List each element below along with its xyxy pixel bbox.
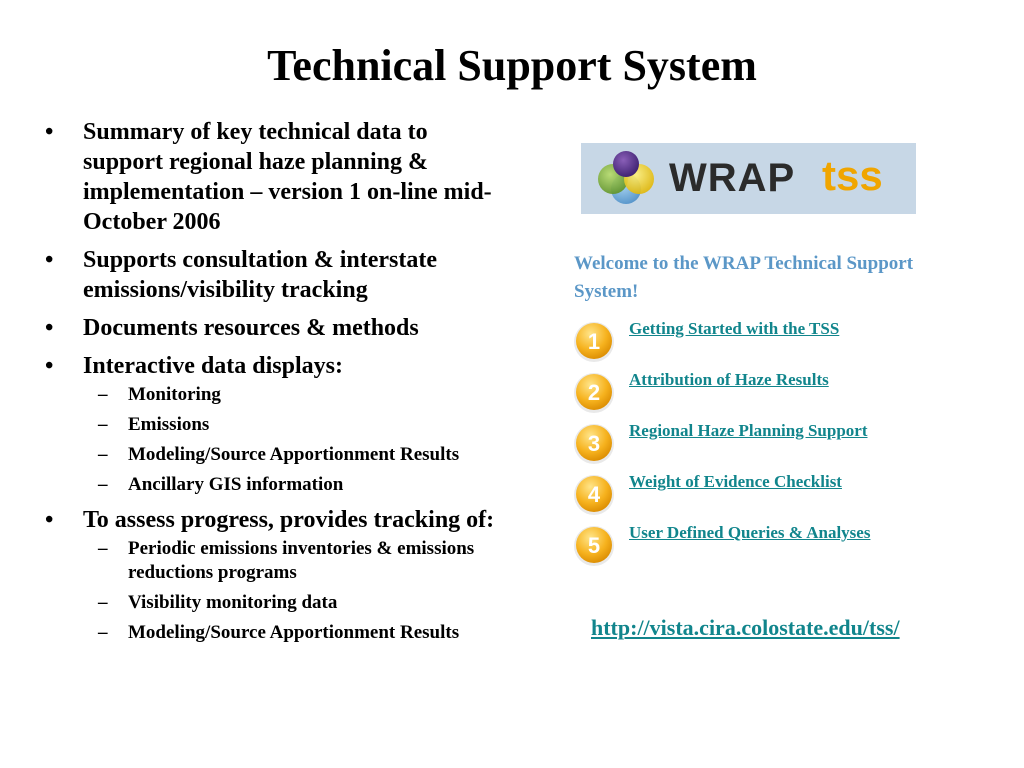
step-link-user-queries[interactable]: User Defined Queries & Analyses [629,523,871,542]
bullet-text: Documents resources & methods [83,315,419,341]
sub-item: – Periodic emissions inventories & emiss… [83,537,512,585]
bullet-text: Summary of key technical data to support… [83,119,492,235]
bullet-item: • Summary of key technical data to suppo… [42,117,512,237]
sub-text: Emissions [128,414,210,435]
bullet-list: • Summary of key technical data to suppo… [42,117,512,653]
step-number: 2 [588,380,600,405]
sub-item: – Monitoring [83,383,512,407]
bullet-dot: • [45,507,54,533]
sub-list: – Periodic emissions inventories & emiss… [83,537,512,645]
tss-url-link[interactable]: http://vista.cira.colostate.edu/tss/ [591,615,900,640]
sub-dash: – [98,622,108,643]
slide-title: Technical Support System [267,41,757,90]
sub-item: – Ancillary GIS information [83,473,512,497]
sub-text: Monitoring [128,384,221,405]
wrap-circles-logo-icon [598,151,654,204]
step-link-weight-of-evidence[interactable]: Weight of Evidence Checklist [629,472,842,491]
sub-text: Periodic emissions inventories & emissio… [128,538,475,583]
sub-list: – Monitoring – Emissions – Modeling/Sour… [83,383,512,497]
sub-text: Ancillary GIS information [128,474,344,495]
sub-item: – Visibility monitoring data [83,591,512,615]
sub-item: – Modeling/Source Apportionment Results [83,443,512,467]
wrap-tss-logo: WRAP tss [581,143,916,214]
number-badge-icon: 3 [574,424,614,464]
sub-dash: – [98,414,108,435]
bullet-item: • Interactive data displays: – Monitorin… [42,351,512,497]
step-number: 5 [588,533,600,558]
step-link-getting-started[interactable]: Getting Started with the TSS [629,319,840,338]
number-badge-icon: 4 [574,475,614,515]
step-number: 1 [588,329,600,354]
sub-text: Modeling/Source Apportionment Results [128,622,460,643]
bullet-text: To assess progress, provides tracking of… [83,507,495,533]
step-link-planning-support[interactable]: Regional Haze Planning Support [629,421,868,440]
number-badge-icon: 2 [574,373,614,413]
step-number: 4 [588,482,601,507]
bullet-dot: • [45,119,54,145]
step-link-attribution[interactable]: Attribution of Haze Results [629,370,829,389]
number-badge-icon: 1 [574,322,614,362]
step-item: 5 User Defined Queries & Analyses [572,520,972,571]
sub-text: Modeling/Source Apportionment Results [128,444,460,465]
sub-dash: – [98,384,108,405]
logo-wrap-text: WRAP [669,156,796,200]
sub-dash: – [98,444,108,465]
step-item: 1 Getting Started with the TSS [572,316,972,367]
step-number: 3 [588,431,600,456]
bullet-item: • Documents resources & methods [42,313,512,343]
welcome-text: Welcome to the WRAP Technical Support Sy… [574,253,914,302]
step-item: 2 Attribution of Haze Results [572,367,972,418]
sub-text: Visibility monitoring data [128,592,338,613]
step-item: 4 Weight of Evidence Checklist [572,469,972,520]
sub-item: – Emissions [83,413,512,437]
sub-dash: – [98,474,108,495]
bullet-dot: • [45,247,54,273]
sub-dash: – [98,538,108,559]
sub-dash: – [98,592,108,613]
bullet-item: • Supports consultation & interstate emi… [42,245,512,305]
sub-item: – Modeling/Source Apportionment Results [83,621,512,645]
bullet-text: Supports consultation & interstate emiss… [83,247,438,303]
bullet-dot: • [45,315,54,341]
step-item: 3 Regional Haze Planning Support [572,418,972,469]
bullet-dot: • [45,353,54,379]
bullet-item: • To assess progress, provides tracking … [42,505,512,645]
number-badge-icon: 5 [574,526,614,566]
step-list: 1 Getting Started with the TSS 2 Attribu… [572,316,972,571]
bullet-text: Interactive data displays: [83,353,343,379]
logo-tss-text: tss [822,152,883,199]
